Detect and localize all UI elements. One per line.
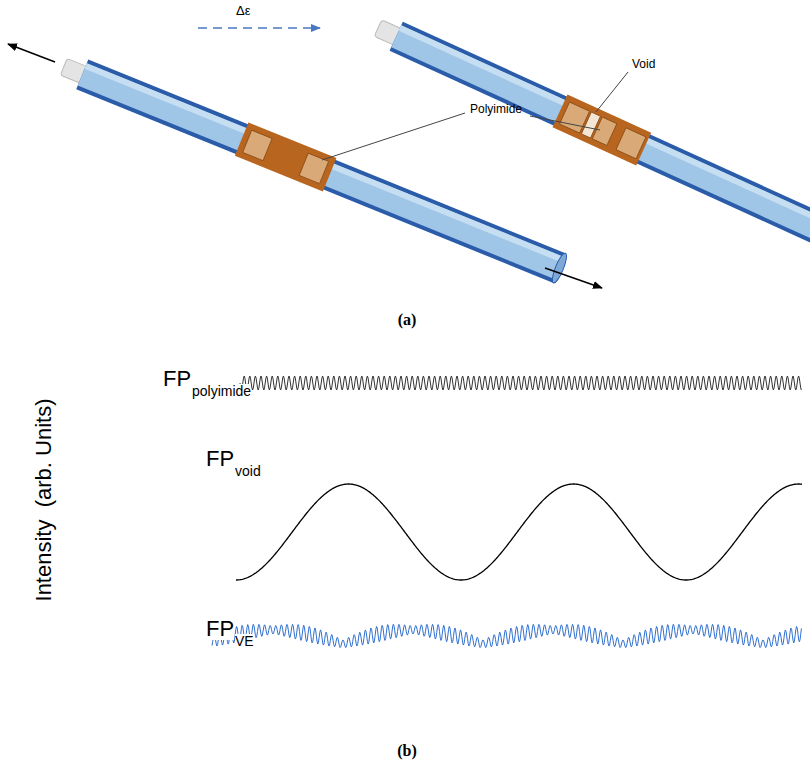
panel-label: (b) — [397, 743, 417, 759]
strain-arrow — [198, 27, 320, 29]
part-name: Polyimide — [470, 103, 522, 115]
curve-name: FP — [163, 368, 191, 390]
leader-line — [530, 116, 600, 130]
curve-subscript: void — [235, 464, 261, 478]
curve-subscript: polyimide — [192, 384, 251, 398]
fp-void-wave — [236, 484, 802, 580]
tension-arrow — [545, 268, 602, 288]
curve-name: FP — [206, 618, 234, 640]
panel-label: (a) — [398, 312, 417, 328]
fiber-right — [371, 12, 810, 252]
tension-arrow — [8, 44, 55, 62]
axis-title: Intensity (arb. Units) — [33, 399, 55, 602]
curve-subscript: VE — [235, 634, 254, 648]
fp-polyimide-wave — [240, 376, 801, 390]
leader-line — [322, 113, 465, 160]
curve-name: FP — [206, 448, 234, 470]
fp-ve-wave — [212, 624, 801, 647]
leader-line — [596, 72, 628, 112]
strain-label: Δε — [236, 4, 250, 17]
part-name: Void — [632, 58, 655, 70]
